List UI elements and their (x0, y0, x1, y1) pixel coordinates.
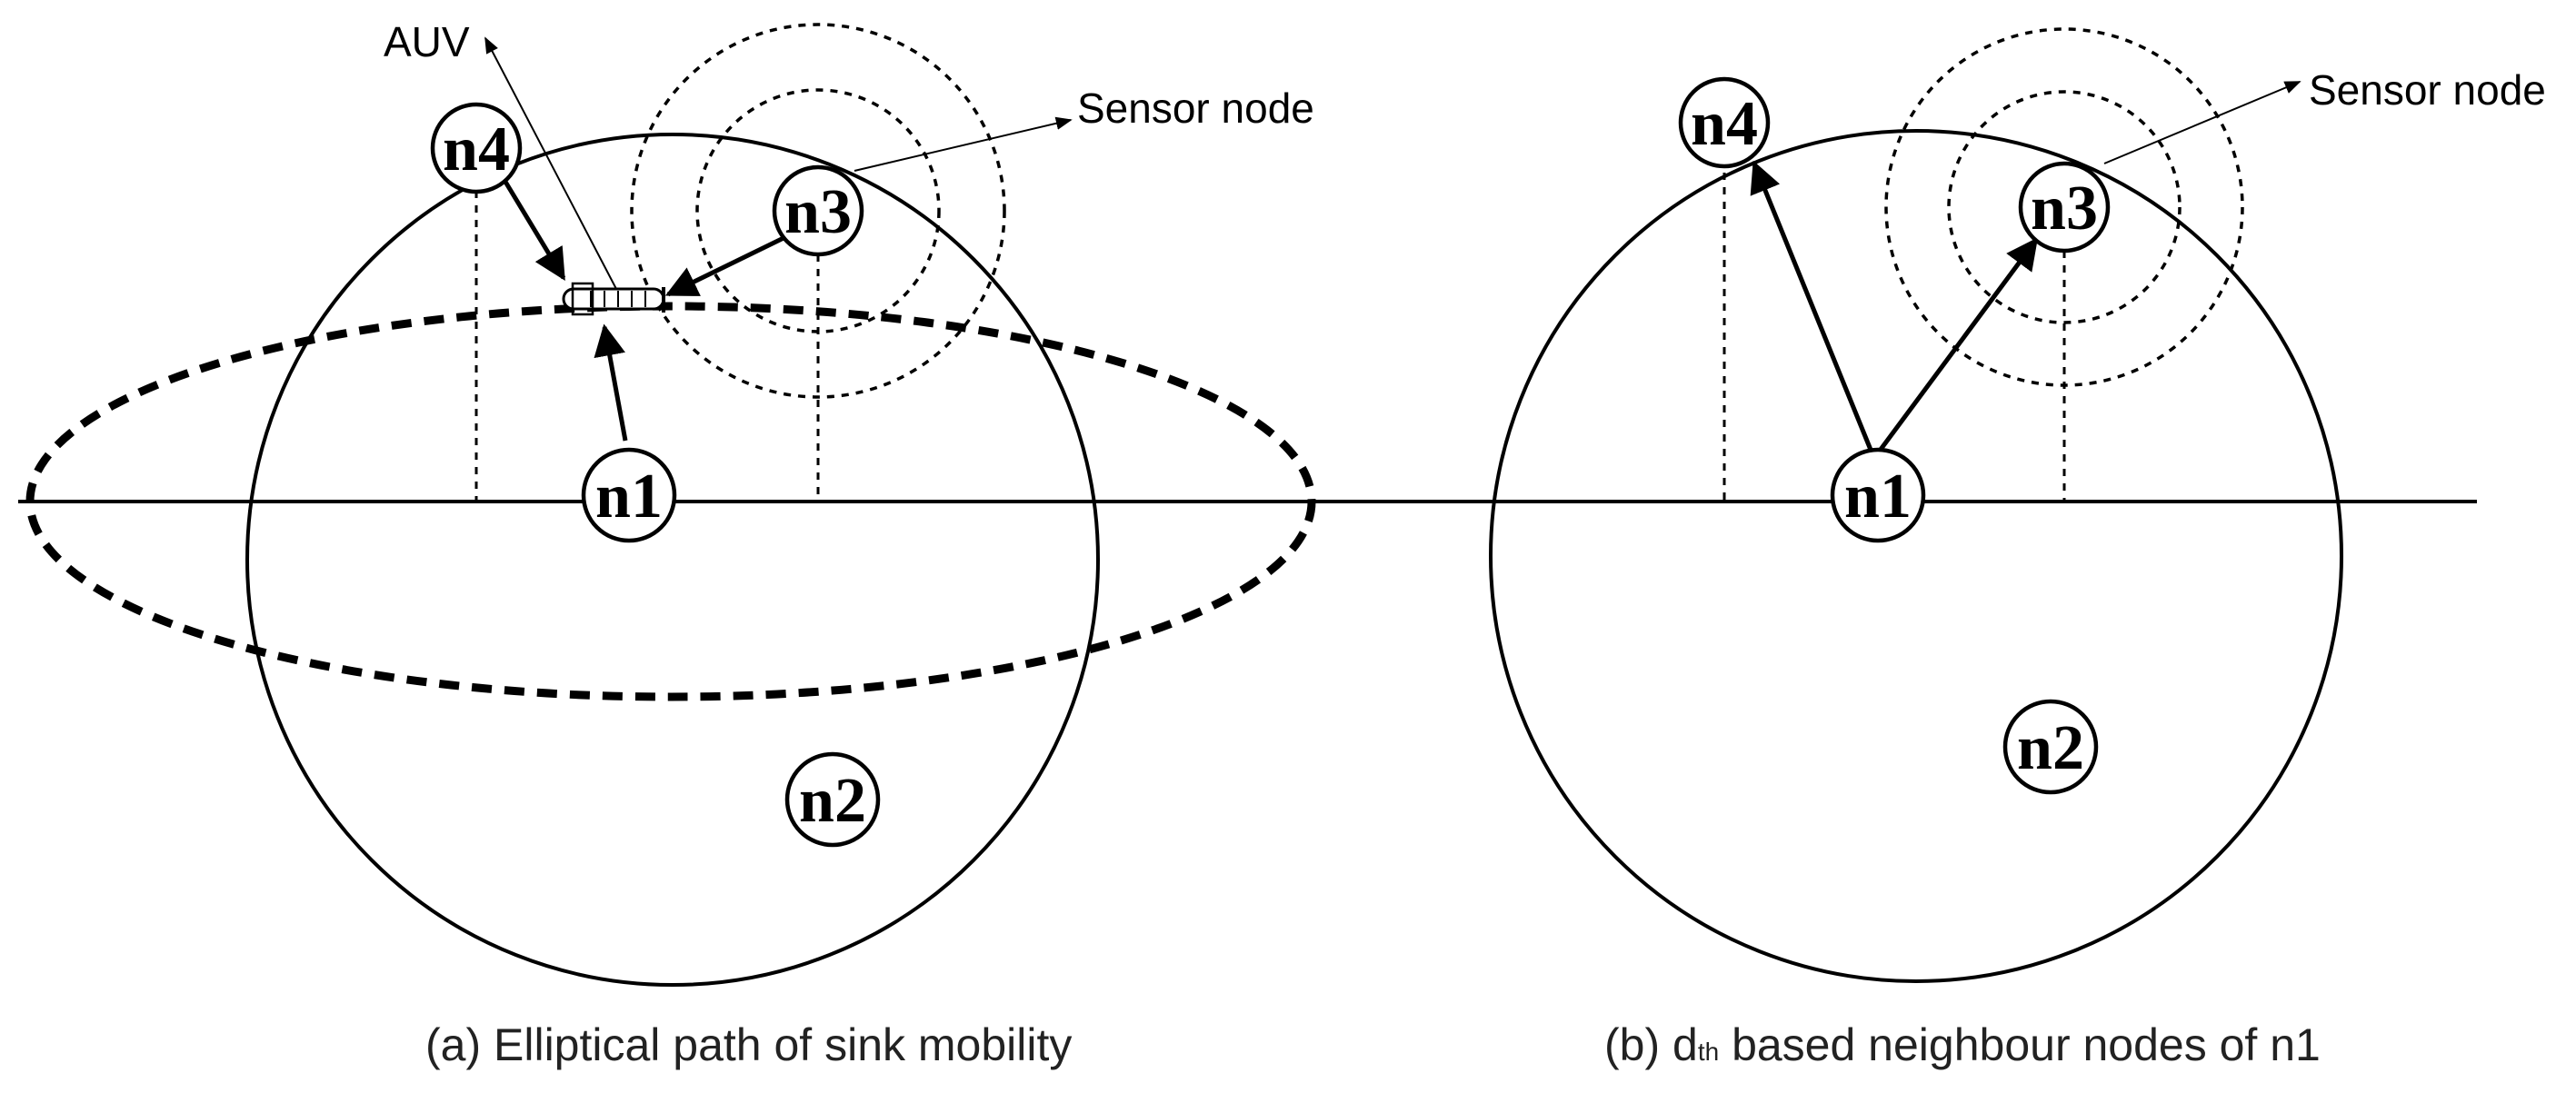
svg-text:n2: n2 (799, 766, 866, 836)
arrow-n1-to-n4 (1750, 160, 1873, 451)
node-n1-b: n1 (1830, 447, 1926, 543)
arrow-n1-to-auv (594, 323, 628, 442)
caption-b-prefix: (b) d (1604, 1019, 1698, 1070)
svg-text:n3: n3 (2031, 174, 2098, 243)
sensor-pointer-b (2103, 81, 2301, 164)
svg-text:n2: n2 (2017, 713, 2084, 783)
elliptical-path (25, 302, 1316, 701)
svg-text:n1: n1 (595, 462, 663, 532)
sensor-node-label-b: Sensor node (2309, 66, 2546, 114)
svg-text:n4: n4 (1691, 89, 1758, 159)
svg-text:n3: n3 (784, 177, 852, 247)
caption-b-subscript: th (1698, 1038, 1719, 1066)
auv-pointer-line (484, 36, 617, 290)
signal-ring-outer-a (630, 23, 1006, 399)
node-n3-a: n3 (772, 164, 864, 257)
svg-text:n4: n4 (443, 114, 510, 184)
node-n4-b: n4 (1678, 76, 1771, 169)
auv-label: AUV (384, 18, 470, 65)
node-n2-a: n2 (784, 751, 881, 848)
range-circle-a (245, 133, 1100, 987)
node-n4-a: n4 (430, 102, 523, 194)
node-n1-a: n1 (581, 447, 677, 543)
arrow-n3-to-auv (664, 235, 785, 297)
signal-ring-inner-b (1947, 90, 2182, 324)
panel-b: n4 n3 n1 n2 Sensor node (b) dth based ne… (1382, 27, 2546, 1070)
sensor-node-label-a: Sensor node (1077, 84, 1314, 132)
node-n3-b: n3 (2018, 161, 2111, 253)
auv-icon (562, 282, 665, 316)
range-circle-b (1489, 129, 2343, 983)
svg-text:n1: n1 (1844, 462, 1912, 532)
caption-a: (a) Elliptical path of sink mobility (425, 1019, 1072, 1070)
caption-b: (b) dth based neighbour nodes of n1 (1604, 1019, 2321, 1070)
arrow-n1-to-n3 (1877, 237, 2039, 452)
sensor-pointer-a (854, 116, 1073, 172)
panel-a: n4 n3 n1 n2 AUV Sensor node (a) Elliptic… (18, 18, 1382, 1070)
node-n2-b: n2 (2002, 699, 2099, 795)
caption-b-suffix: based neighbour nodes of n1 (1719, 1019, 2321, 1070)
arrow-n4-to-auv (503, 180, 566, 281)
